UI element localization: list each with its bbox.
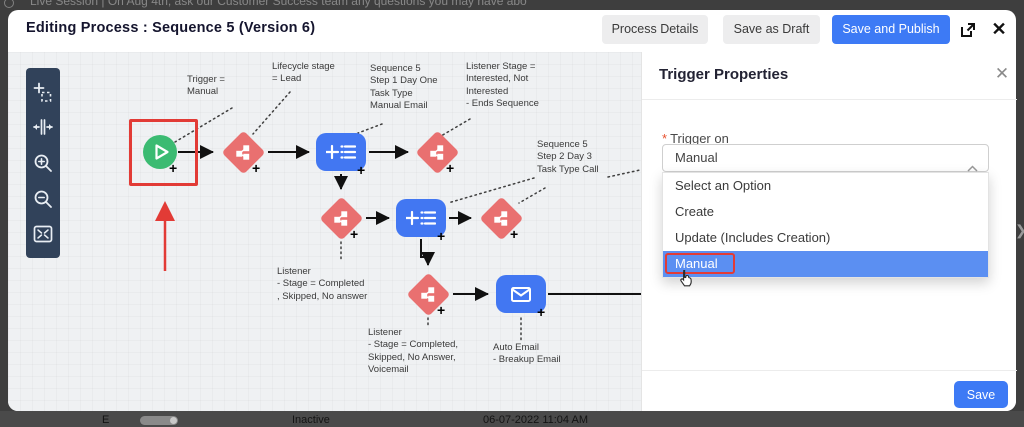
- play-icon: [155, 144, 169, 160]
- trigger-properties-panel: Trigger Properties ✕ *Trigger on Manual …: [641, 52, 1017, 411]
- listener-node-2[interactable]: [319, 196, 363, 240]
- required-marker: *: [662, 131, 668, 146]
- page-title: Editing Process : Sequence 5 (Version 6): [26, 20, 316, 36]
- process-details-button[interactable]: Process Details: [602, 15, 708, 44]
- toggle-switch: [140, 416, 178, 425]
- option-create[interactable]: Create: [675, 204, 715, 219]
- add-node-handle[interactable]: +: [350, 226, 359, 242]
- banner-text: Live Session | On Aug 4th, ask our Custo…: [30, 0, 527, 8]
- task-node-step2[interactable]: [396, 199, 446, 237]
- branch-icon: [493, 210, 507, 226]
- note-lifecycle: Lifecycle stage = Lead: [272, 61, 335, 85]
- note-trigger: Trigger = Manual: [187, 74, 225, 98]
- timestamp: 06-07-2022 11:04 AM: [483, 414, 588, 426]
- zoom-in-tool-icon[interactable]: [32, 152, 54, 174]
- row-cell: E: [102, 414, 110, 426]
- save-and-publish-button[interactable]: Save and Publish: [832, 15, 950, 44]
- note-step1: Sequence 5 Step 1 Day One Task Type Manu…: [370, 63, 438, 112]
- dimmed-table-row: E Inactive 06-07-2022 11:04 AM: [0, 411, 1024, 427]
- status-text: Inactive: [292, 414, 330, 426]
- save-button[interactable]: Save: [954, 381, 1008, 408]
- envelope-icon: [511, 286, 531, 302]
- close-icon[interactable]: ✕: [991, 19, 1007, 39]
- panel-close-icon[interactable]: ✕: [994, 64, 1010, 83]
- note-listener3: Listener - Stage = Completed, Skipped, N…: [368, 327, 459, 376]
- flow-canvas[interactable]: [8, 52, 641, 411]
- add-task-icon: [326, 144, 356, 160]
- listener-node-4[interactable]: [406, 272, 450, 316]
- note-listener1: Listener Stage = Interested, Not Interes…: [466, 61, 539, 110]
- add-task-icon: [406, 210, 436, 226]
- dimmed-top-banner: Live Session | On Aug 4th, ask our Custo…: [0, 0, 1024, 10]
- add-node-handle[interactable]: +: [446, 160, 455, 176]
- trigger-start-node[interactable]: [143, 135, 177, 169]
- branch-icon: [333, 210, 347, 226]
- note-auto-email: Auto Email - Breakup Email: [493, 342, 561, 366]
- option-update[interactable]: Update (Includes Creation): [675, 230, 831, 245]
- divider: [642, 370, 1017, 371]
- branch-icon: [235, 144, 249, 160]
- condition-node-lifecycle[interactable]: [221, 130, 265, 174]
- add-node-handle[interactable]: +: [437, 228, 446, 244]
- chevron-up-icon: [967, 155, 978, 181]
- add-node-handle[interactable]: +: [357, 162, 366, 178]
- zoom-out-tool-icon[interactable]: [32, 188, 54, 210]
- open-in-new-window-icon[interactable]: [957, 19, 979, 41]
- listener-node-3[interactable]: [479, 196, 523, 240]
- transform-tool-icon[interactable]: [32, 81, 54, 103]
- option-select-an-option[interactable]: Select an Option: [675, 178, 772, 193]
- email-node[interactable]: [496, 275, 546, 313]
- add-node-handle[interactable]: +: [169, 160, 178, 176]
- panel-title: Trigger Properties: [659, 66, 789, 83]
- trigger-on-label: *Trigger on: [662, 131, 729, 146]
- canvas-toolbar: [26, 68, 60, 258]
- manual-option-highlight-box: Manual: [665, 253, 735, 274]
- branch-icon: [420, 286, 434, 302]
- trigger-highlight-box: [129, 119, 198, 186]
- trigger-on-select[interactable]: Manual: [662, 144, 989, 172]
- listener-node-1[interactable]: [415, 130, 459, 174]
- chevron-right-icon: ❯: [1015, 222, 1024, 239]
- branch-icon: [429, 144, 443, 160]
- add-node-handle[interactable]: +: [252, 160, 261, 176]
- save-as-draft-button[interactable]: Save as Draft: [723, 15, 820, 44]
- note-listener2: Listener - Stage = Completed , Skipped, …: [277, 266, 368, 302]
- split-view-tool-icon[interactable]: [32, 116, 54, 138]
- divider: [642, 99, 1017, 100]
- add-node-handle[interactable]: +: [437, 302, 446, 318]
- note-step2: Sequence 5 Step 2 Day 3 Task Type Call: [537, 139, 599, 175]
- add-node-handle[interactable]: +: [537, 304, 546, 320]
- hand-cursor-icon: [677, 269, 694, 293]
- info-icon: [4, 0, 14, 8]
- trigger-on-dropdown: Select an Option Create Update (Includes…: [662, 172, 989, 278]
- fit-to-screen-tool-icon[interactable]: [32, 223, 54, 245]
- task-node-step1[interactable]: [316, 133, 366, 171]
- add-node-handle[interactable]: +: [510, 226, 519, 242]
- option-manual-selected[interactable]: Manual: [663, 251, 988, 277]
